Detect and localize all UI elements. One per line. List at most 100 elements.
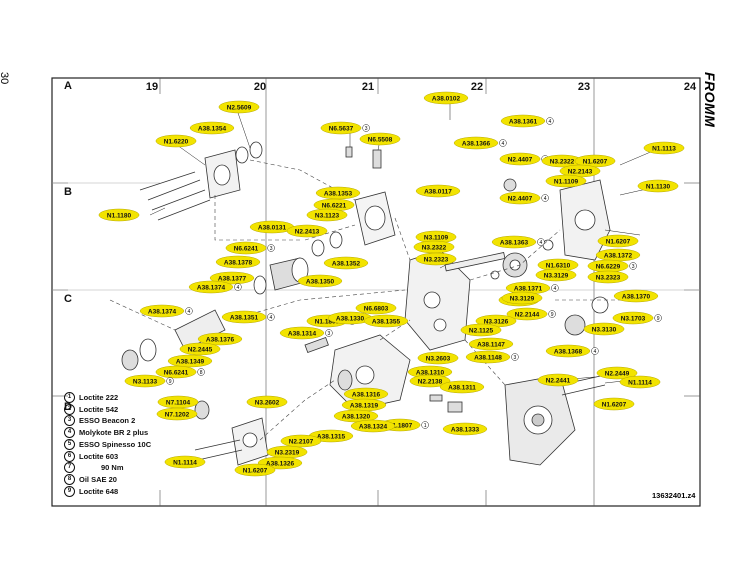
part-label-bubble (506, 307, 548, 321)
part-number: N3.1109 (424, 234, 449, 241)
part-number: N1.6207 (583, 158, 608, 165)
part-label-bubble (545, 174, 587, 188)
part-label-bubble (500, 114, 546, 128)
part-number: N6.6221 (322, 202, 347, 209)
part-label: A38.1372 (595, 248, 641, 262)
part-number: A38.1368 (554, 348, 583, 355)
part-label: A38.1147 (468, 337, 514, 351)
lubricant-mark-number: 3 (270, 246, 273, 252)
part-number: A38.1147 (477, 341, 505, 348)
part-number: A38.1354 (198, 125, 227, 132)
part-number: N1.1109 (554, 178, 579, 185)
grid-column-19: 19 (146, 81, 158, 93)
lubricant-mark-number: 9 (551, 312, 554, 318)
lubricant-mark-icon (548, 310, 556, 318)
part-label: A38.1316 (343, 387, 389, 401)
part-label: A38.1324 (350, 419, 396, 433)
part-number: N7.1202 (165, 411, 190, 418)
part-number: N3.2323 (596, 274, 621, 281)
grid-row-B: B (64, 186, 72, 198)
part-number: N1.1180 (107, 212, 132, 219)
part-number: N1.1114 (173, 459, 197, 466)
part-number: N3.2322 (422, 244, 447, 251)
part-number: A38.1330 (336, 315, 365, 322)
part-label-bubble (280, 434, 322, 448)
part-label-bubble (637, 179, 679, 193)
part-label-bubble (209, 271, 255, 285)
part-number: A38.1372 (604, 252, 633, 259)
part-number: N1.6310 (546, 262, 571, 269)
part-number: N2.4407 (508, 195, 533, 202)
part-number: A38.0117 (424, 188, 452, 195)
legend-text: Oil SAE 20 (79, 474, 117, 484)
lubricant-mark-icon (551, 284, 559, 292)
lubricant-mark-icon (362, 124, 370, 132)
part-label: A38.1376 (197, 332, 243, 346)
part-label: N2.2449 (596, 366, 638, 380)
part-number: A38.1349 (176, 358, 205, 365)
part-label: A38.1353 (315, 186, 361, 200)
part-label-bubble (583, 322, 625, 336)
part-number: A38.1315 (317, 433, 346, 440)
part-label: N3.2603 (417, 351, 459, 365)
legend-number-icon: 2 (64, 403, 75, 415)
grid-row-C: C (64, 293, 72, 305)
part-number: A38.1355 (372, 318, 401, 325)
legend-text: Loctite 542 (79, 404, 119, 414)
part-number: A38.1311 (448, 384, 476, 391)
lubricant-mark-icon (166, 377, 174, 385)
part-label-bubble (442, 422, 488, 436)
part-label-bubble (491, 235, 537, 249)
part-number: N1.6207 (602, 401, 627, 408)
part-label: N6.5508 (359, 132, 401, 146)
drawing-number: 13632401.z4 (652, 491, 696, 500)
part-label: N1.1113 (643, 141, 685, 155)
legend-text: Loctite 222 (79, 393, 119, 402)
part-label-bubble (306, 208, 348, 222)
part-number: N6.5637 (329, 125, 354, 132)
part-number: A38.1314 (288, 330, 317, 337)
part-label-bubble (597, 234, 639, 248)
part-number: A38.1350 (306, 278, 335, 285)
part-label: N7.1104 (157, 395, 199, 409)
lubricant-mark-number: 4 (270, 315, 273, 321)
part-number: N2.2445 (188, 346, 213, 353)
part-number: N1.1130 (646, 183, 671, 190)
part-label: A38.1354 (189, 121, 235, 135)
part-label-bubble (234, 463, 276, 477)
part-label-bubble (355, 301, 397, 315)
part-label: N3.3129 (501, 291, 543, 305)
part-label-bubble (363, 314, 409, 328)
lubricant-mark-icon (421, 421, 429, 429)
part-label: N3.3129 (535, 268, 577, 282)
part-number: A38.1371 (514, 285, 543, 292)
legend-text: Molykote BR 2 plus (79, 428, 149, 438)
part-number: N2.2107 (289, 438, 314, 445)
part-number: A38.1370 (622, 293, 651, 300)
lubricant-mark-icon (234, 283, 242, 291)
part-number: A38.1353 (324, 190, 353, 197)
legend-number-icon: 7 (64, 462, 75, 474)
part-label: N7.1202 (156, 407, 198, 421)
lubricant-mark-icon (541, 194, 549, 202)
lubricant-mark-icon (325, 329, 333, 337)
part-label-bubble (155, 134, 197, 148)
part-label-bubble (286, 224, 328, 238)
lubricant-mark-number: 3 (514, 355, 517, 361)
part-label: N1.6207 (597, 234, 639, 248)
part-label-bubble (139, 304, 185, 318)
part-label-bubble (167, 354, 213, 368)
part-number: A38.1376 (206, 336, 235, 343)
part-label: N2.1125 (460, 323, 502, 337)
part-number: N3.2319 (275, 449, 300, 456)
part-number: A38.1363 (500, 239, 529, 246)
